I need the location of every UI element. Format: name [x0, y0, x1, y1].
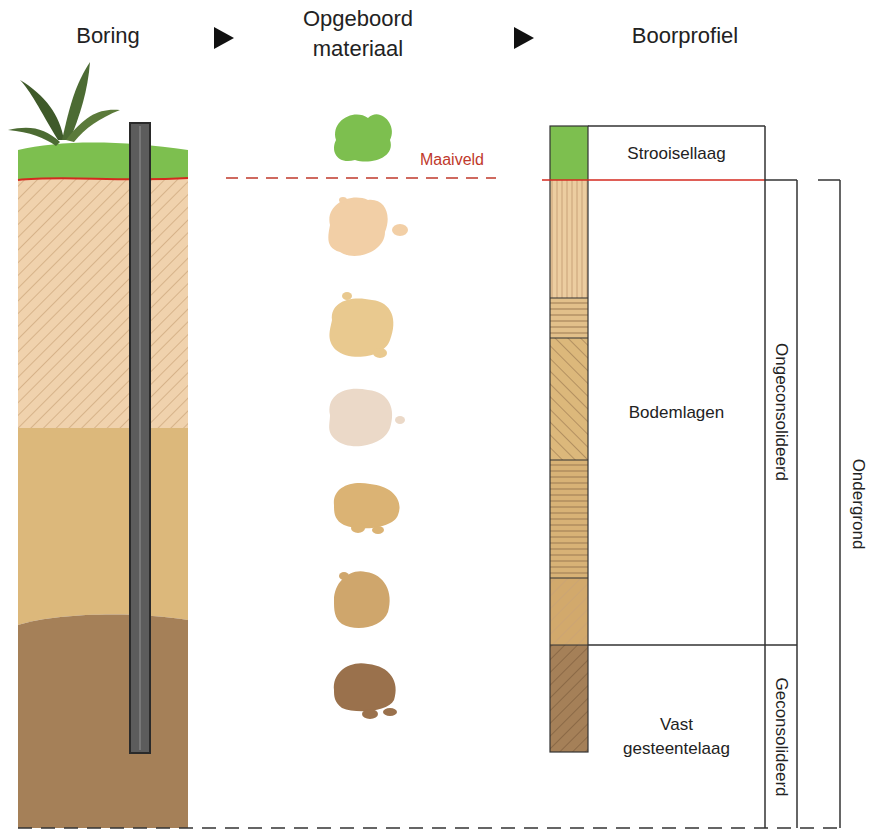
bracket-label: Ondergrond — [848, 459, 868, 550]
bracket-label: Ongeconsolideerd — [771, 343, 791, 481]
layer-label: Strooisellaag — [627, 142, 725, 166]
layer-region: Vast gesteentelaag — [590, 647, 763, 826]
column-title: Opgeboord materiaal — [283, 4, 433, 64]
layer-region: Strooisellaag — [590, 128, 763, 179]
layer-label: Vast gesteentelaag — [614, 713, 739, 761]
layer-region: Bodemlagen — [590, 182, 763, 643]
layer-label: Bodemlagen — [629, 401, 724, 425]
bracket-label: Geconsolideerd — [771, 677, 791, 796]
column-title: Boring — [76, 21, 140, 51]
ground-level-label: Maaiveld — [420, 151, 484, 169]
column-title: Boorprofiel — [632, 21, 738, 51]
